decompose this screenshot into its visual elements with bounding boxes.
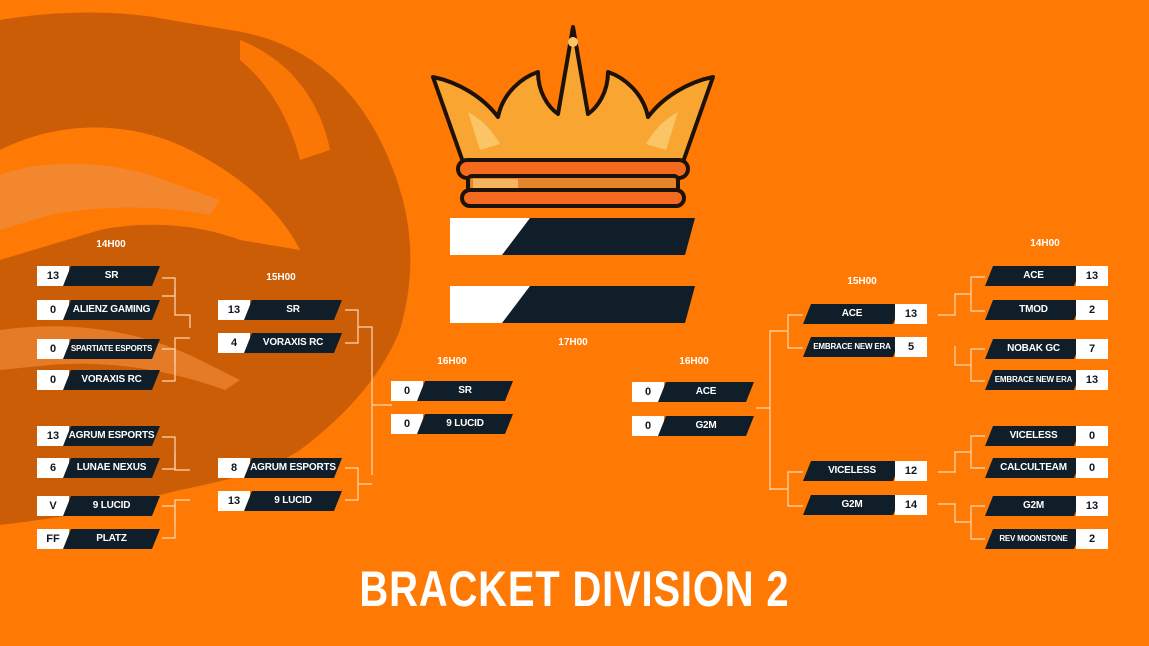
left-r2-slot-3: 8 AGRUM ESPORTS xyxy=(218,458,342,478)
right-semi-slot-2: 0 G2M xyxy=(632,416,754,436)
team-name: REV MOONSTONE xyxy=(985,529,1082,549)
right-r2-slot-2: EMBRACE NEW ERA 5 xyxy=(803,337,927,357)
right-r2-slot-4: G2M 14 xyxy=(803,495,927,515)
score: 13 xyxy=(37,426,69,446)
team-name: VICELESS xyxy=(803,461,901,481)
right-r1-slot-6: CALCULTEAM 0 xyxy=(985,458,1108,478)
right-r1-slot-2: TMOD 2 xyxy=(985,300,1108,320)
score: V xyxy=(37,496,69,516)
team-name: ACE xyxy=(985,266,1082,286)
right-r1-slot-4: EMBRACE NEW ERA 13 xyxy=(985,370,1108,390)
right-r1-slot-3: NOBAK GC 7 xyxy=(985,339,1108,359)
team-name: CALCULTEAM xyxy=(985,458,1082,478)
left-r1-slot-8: FF PLATZ xyxy=(37,529,160,549)
team-name: AGRUM ESPORTS xyxy=(63,426,160,446)
score: 13 xyxy=(218,300,250,320)
left-r1-slot-4: 0 VORAXIS RC xyxy=(37,370,160,390)
team-name: AGRUM ESPORTS xyxy=(244,458,342,478)
score: 4 xyxy=(218,333,250,353)
final-slot-1 xyxy=(450,218,695,255)
left-r1-slot-2: 0 ALIENZ GAMING xyxy=(37,300,160,320)
score: 13 xyxy=(218,491,250,511)
score: 14 xyxy=(895,495,927,515)
score: 0 xyxy=(632,382,664,402)
page-title: BRACKET DIVISION 2 xyxy=(359,561,790,617)
score: 13 xyxy=(1076,266,1108,286)
score: 0 xyxy=(391,414,423,434)
team-name: PLATZ xyxy=(63,529,160,549)
right-r1-slot-7: G2M 13 xyxy=(985,496,1108,516)
right-r1-slot-5: VICELESS 0 xyxy=(985,426,1108,446)
final-team-bar-2 xyxy=(502,286,695,323)
team-name: SR xyxy=(63,266,160,286)
left-r1-slot-5: 13 AGRUM ESPORTS xyxy=(37,426,160,446)
score: 5 xyxy=(895,337,927,357)
right-round2-time: 15H00 xyxy=(847,276,877,287)
right-r1-slot-1: ACE 13 xyxy=(985,266,1108,286)
team-name: G2M xyxy=(658,416,754,436)
left-r1-slot-1: 13 SR xyxy=(37,266,160,286)
left-round2-time: 15H00 xyxy=(266,272,296,283)
final-slot-2 xyxy=(450,286,695,323)
crown-icon xyxy=(431,25,715,208)
left-r1-slot-3: 0 SPARTIATE ESPORTS xyxy=(37,339,160,359)
team-name: 9 LUCID xyxy=(417,414,513,434)
team-name: VORAXIS RC xyxy=(244,333,342,353)
score: 0 xyxy=(37,370,69,390)
team-name: TMOD xyxy=(985,300,1082,320)
score: 13 xyxy=(37,266,69,286)
left-r1-slot-6: 6 LUNAE NEXUS xyxy=(37,458,160,478)
right-semi-time: 16H00 xyxy=(679,356,709,367)
final-time: 17H00 xyxy=(558,337,588,348)
team-name: 9 LUCID xyxy=(63,496,160,516)
score: 8 xyxy=(218,458,250,478)
left-r2-slot-1: 13 SR xyxy=(218,300,342,320)
score: 0 xyxy=(632,416,664,436)
team-name: G2M xyxy=(985,496,1082,516)
score: 13 xyxy=(895,304,927,324)
score: 6 xyxy=(37,458,69,478)
score: 2 xyxy=(1076,300,1108,320)
final-team-bar-1 xyxy=(502,218,695,255)
left-semi-slot-1: 0 SR xyxy=(391,381,513,401)
right-r2-slot-3: VICELESS 12 xyxy=(803,461,927,481)
score: FF xyxy=(37,529,69,549)
score: 13 xyxy=(1076,370,1108,390)
team-name: SR xyxy=(417,381,513,401)
left-r2-slot-2: 4 VORAXIS RC xyxy=(218,333,342,353)
left-semi-time: 16H00 xyxy=(437,356,467,367)
right-r2-slot-1: ACE 13 xyxy=(803,304,927,324)
score: 7 xyxy=(1076,339,1108,359)
left-r1-slot-7: V 9 LUCID xyxy=(37,496,160,516)
team-name: LUNAE NEXUS xyxy=(63,458,160,478)
team-name: EMBRACE NEW ERA xyxy=(803,337,901,357)
score: 2 xyxy=(1076,529,1108,549)
team-name: SR xyxy=(244,300,342,320)
right-semi-slot-1: 0 ACE xyxy=(632,382,754,402)
score: 0 xyxy=(37,300,69,320)
team-name: EMBRACE NEW ERA xyxy=(985,370,1082,390)
score: 0 xyxy=(1076,426,1108,446)
team-name: VORAXIS RC xyxy=(63,370,160,390)
team-name: G2M xyxy=(803,495,901,515)
left-round1-time: 14H00 xyxy=(96,239,126,250)
left-semi-slot-2: 0 9 LUCID xyxy=(391,414,513,434)
team-name: VICELESS xyxy=(985,426,1082,446)
team-name: ACE xyxy=(658,382,754,402)
left-r2-slot-4: 13 9 LUCID xyxy=(218,491,342,511)
right-r1-slot-8: REV MOONSTONE 2 xyxy=(985,529,1108,549)
score: 12 xyxy=(895,461,927,481)
score: 0 xyxy=(1076,458,1108,478)
team-name: 9 LUCID xyxy=(244,491,342,511)
team-name: ALIENZ GAMING xyxy=(63,300,160,320)
team-name: NOBAK GC xyxy=(985,339,1082,359)
score: 0 xyxy=(391,381,423,401)
score: 13 xyxy=(1076,496,1108,516)
right-round1-time: 14H00 xyxy=(1030,238,1060,249)
team-name: SPARTIATE ESPORTS xyxy=(63,339,160,359)
team-name: ACE xyxy=(803,304,901,324)
score: 0 xyxy=(37,339,69,359)
